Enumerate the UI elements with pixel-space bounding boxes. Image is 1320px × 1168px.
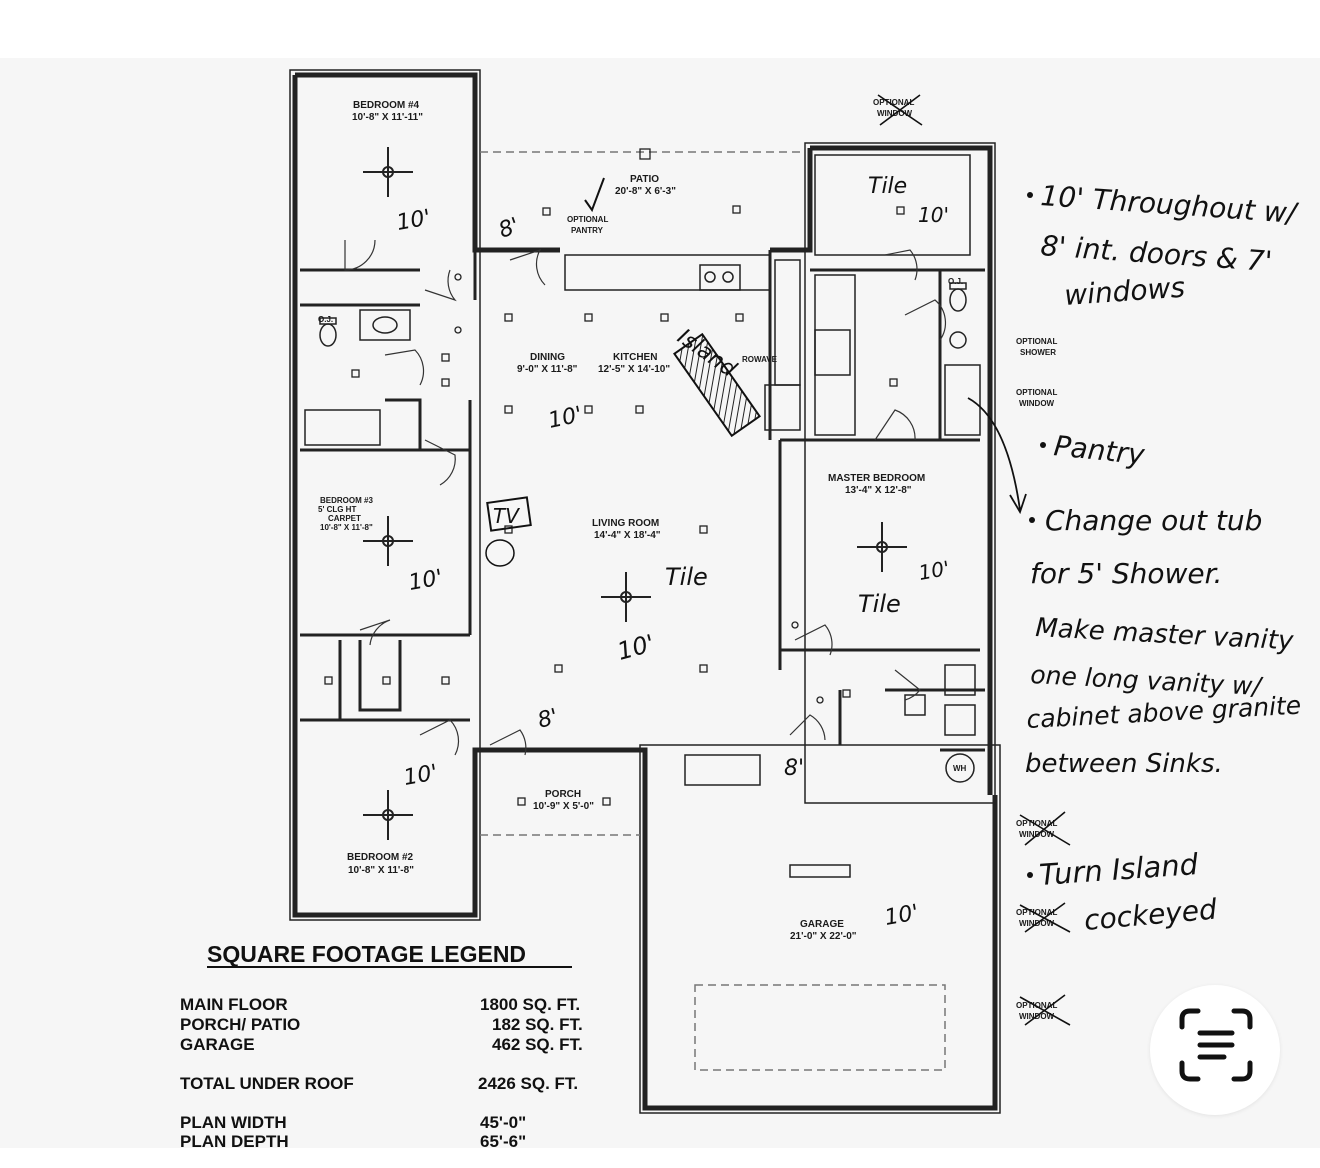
bedroom3-ceiling: 5' CLG HT: [318, 505, 356, 514]
exterior-walls: [292, 72, 998, 1111]
room-labels: BEDROOM #4 10'-8" X 11'-11" PATIO 20'-8"…: [318, 100, 963, 942]
bedroom2-name: BEDROOM #2: [347, 852, 414, 863]
ceiling-fans: [363, 147, 907, 840]
bedroom2-dims: 10'-8" X 11'-8": [348, 865, 414, 876]
patio-name: PATIO: [630, 174, 659, 185]
arrow-line: [967, 397, 1021, 511]
mark-ten-b3: 10': [407, 565, 445, 596]
opt-shower-2: SHOWER: [1020, 348, 1056, 357]
bedroom3-carpet: CARPET: [328, 514, 361, 523]
opt-window-mid-2: WINDOW: [1019, 399, 1055, 408]
mark-ten-master: 10': [917, 556, 952, 585]
note4-line1: Turn Island: [1038, 847, 1200, 892]
mark-ten-master-bath: 10': [918, 203, 949, 227]
legend-label-4: PLAN WIDTH: [180, 1113, 287, 1132]
door-swings: [344, 239, 947, 756]
legend-label-5: PLAN DEPTH: [180, 1132, 289, 1151]
porch-dims: 10'-9" X 5'-0": [533, 801, 594, 812]
bedroom3-name: BEDROOM #3: [320, 496, 373, 505]
oj-left: O.J.: [318, 315, 333, 324]
kitchen-island: [673, 332, 761, 438]
water-heater: [945, 753, 975, 783]
oj-right: O.J.: [948, 277, 963, 286]
bottom-margin: [0, 1148, 1320, 1168]
text-scan-icon: [1179, 1008, 1253, 1082]
legend-title: SQUARE FOOTAGE LEGEND: [207, 941, 526, 967]
living-name: LIVING ROOM: [592, 518, 659, 529]
mark-ten-b4: 10': [395, 205, 433, 236]
cross-out-marks: [877, 94, 1071, 1026]
mark-tile-bath: Tile: [868, 174, 907, 199]
microwave-label: ROWAVE: [742, 355, 778, 364]
arrow-head: [1009, 493, 1027, 515]
patio-dims: 20'-8" X 6'-3": [615, 186, 676, 197]
porch-name: PORCH: [545, 789, 581, 800]
mark-tile-living: Tile: [665, 563, 708, 591]
mark-ten-b2: 10': [402, 760, 440, 791]
bedroom4-name: BEDROOM #4: [353, 100, 420, 111]
mark-eight-hall: 8': [535, 704, 561, 733]
legend-value-2: 462 SQ. FT.: [492, 1035, 583, 1054]
note3-line3: Make master vanity: [1035, 613, 1295, 657]
wh-label: WH: [953, 764, 967, 773]
mark-ten-living: 10': [614, 629, 657, 666]
master-dims: 13'-4" X 12'-8": [845, 485, 912, 496]
note1-line2: 8' int. doors & 7': [1040, 229, 1274, 278]
master-name: MASTER BEDROOM: [828, 473, 925, 484]
mark-eight-laundry: 8': [784, 756, 804, 781]
note3-line2: for 5' Shower.: [1030, 557, 1222, 590]
patio-outline: [480, 151, 946, 1071]
mark-tv: TV: [493, 504, 520, 528]
note1-line3: windows: [1063, 271, 1186, 312]
light-fixtures: [324, 148, 905, 806]
interior-walls: [300, 250, 985, 752]
dining-name: DINING: [530, 352, 565, 363]
live-text-button[interactable]: [1150, 985, 1280, 1115]
legend-label-1: PORCH/ PATIO: [180, 1015, 300, 1034]
opt-window-g1-1: OPTIONAL: [1016, 819, 1057, 828]
toilets: [319, 282, 967, 349]
note2: Pantry: [1052, 429, 1146, 471]
note4-line2: cockeyed: [1083, 892, 1219, 936]
check-mark-pantry: [584, 177, 605, 213]
legend-label-2: GARAGE: [180, 1035, 255, 1054]
handwritten-marks: 10' 8' 10' Tile Island 10' TV 10' Tile 1…: [395, 174, 1027, 931]
bedroom4-dims: 10'-8" X 11'-11": [352, 112, 423, 123]
handwritten-notes: 10' Throughout w/ 8' int. doors & 7' win…: [1025, 179, 1302, 937]
mark-tile-master: Tile: [858, 590, 901, 618]
kitchen-dims: 12'-5" X 14'-10": [598, 364, 670, 375]
bedroom3-dims: 10'-8" X 11'-8": [320, 523, 373, 532]
legend-value-1: 182 SQ. FT.: [492, 1015, 583, 1034]
kitchen-counters: [304, 154, 981, 878]
legend-value-5: 65'-6": [480, 1132, 526, 1151]
note1-line1: 10' Throughout w/: [1040, 179, 1300, 230]
legend-label-3: TOTAL UNDER ROOF: [180, 1074, 354, 1093]
opt-window-mid-1: OPTIONAL: [1016, 388, 1057, 397]
kitchen-name: KITCHEN: [613, 352, 657, 363]
mark-ten-dining: 10': [546, 402, 585, 434]
mark-ten-garage: 10': [883, 900, 921, 931]
legend-value-3: 2426 SQ. FT.: [478, 1074, 578, 1093]
garage-dims: 21'-0" X 22'-0": [790, 931, 857, 942]
note3-line1: Change out tub: [1045, 504, 1262, 537]
dining-dims: 9'-0" X 11'-8": [517, 364, 578, 375]
opt-window-g2-1: OPTIONAL: [1016, 908, 1057, 917]
legend-value-0: 1800 SQ. FT.: [480, 995, 580, 1014]
opt-shower-1: OPTIONAL: [1016, 337, 1057, 346]
living-dims: 14'-4" X 18'-4": [594, 530, 661, 541]
note3-line5: cabinet above granite: [1026, 691, 1302, 734]
note3-line6: between Sinks.: [1025, 749, 1223, 779]
pantry-line1: OPTIONAL: [567, 215, 608, 224]
opt-window-top-1: OPTIONAL: [873, 98, 914, 107]
legend-value-4: 45'-0": [480, 1113, 526, 1132]
mark-eight-patio: 8': [496, 213, 523, 243]
pantry-line2: PANTRY: [571, 226, 604, 235]
legend-label-0: MAIN FLOOR: [180, 995, 288, 1014]
garage-name: GARAGE: [800, 919, 844, 930]
square-footage-legend: SQUARE FOOTAGE LEGEND MAIN FLOOR 1800 SQ…: [180, 941, 583, 1151]
